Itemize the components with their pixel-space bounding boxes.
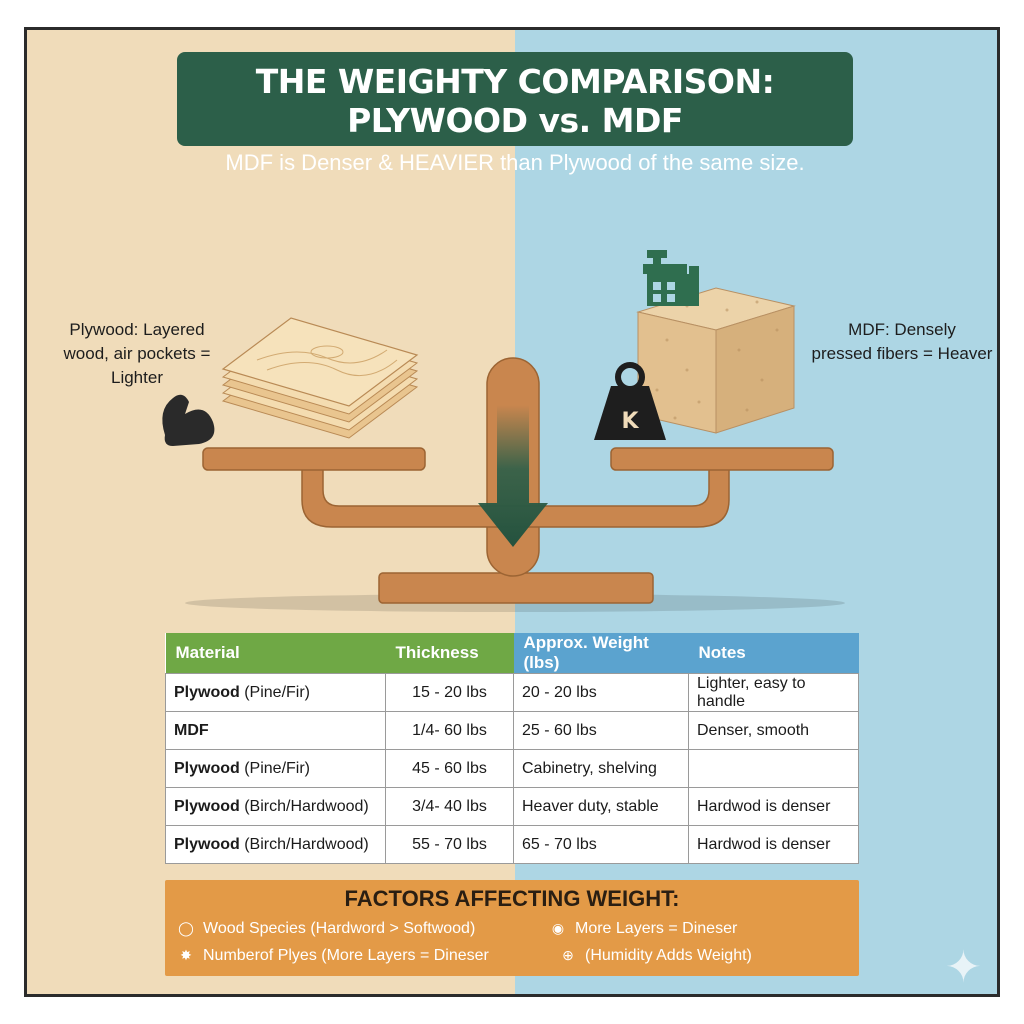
weight-kettlebell-icon: K xyxy=(594,362,666,440)
weight-letter: K xyxy=(621,409,639,434)
notes-cell: Hardwod is denser xyxy=(688,787,859,826)
material-cell: Plywood (Birch/Hardwood) xyxy=(165,825,386,864)
factor-item: ✸Numberof Plyes (More Layers = Dineser xyxy=(175,947,489,965)
weight-cell: 20 - 20 lbs xyxy=(513,673,689,712)
table-row: Plywood (Pine/Fir) 45 - 60 lbs Cabinetry… xyxy=(165,749,859,788)
right-pan xyxy=(610,447,834,471)
table-row: Plywood (Pine/Fir) 15 - 20 lbs 20 - 20 l… xyxy=(165,673,859,712)
material-cell: Plywood (Pine/Fir) xyxy=(165,749,386,788)
material-cell: Plywood (Birch/Hardwood) xyxy=(165,787,386,826)
bicep-icon xyxy=(162,394,215,446)
table-row: MDF 1/4- 60 lbs 25 - 60 lbs Denser, smoo… xyxy=(165,711,859,750)
factor-item: ◯Wood Species (Hardword > Softwood) xyxy=(175,920,475,938)
factor-item: ◉More Layers = Dineser xyxy=(547,920,737,938)
factory-icon xyxy=(643,250,699,306)
notes-cell: Hardwod is denser xyxy=(688,825,859,864)
sparkle-icon: ✦ xyxy=(945,942,982,993)
weight-cell: 25 - 60 lbs xyxy=(513,711,689,750)
header-thickness: Thickness xyxy=(385,633,514,674)
notes-cell xyxy=(688,749,859,788)
arm-icon: ◯ xyxy=(178,920,194,936)
notes-cell: Lighter, easy to handle xyxy=(688,673,859,712)
page-subtitle: MDF is Denser & HEAVIER than Plywood of … xyxy=(225,150,805,175)
factors-panel: FACTORS AFFECTING WEIGHT: ◯Wood Species … xyxy=(165,880,859,976)
weight-table: Material Thickness Approx. Weight (lbs) … xyxy=(165,633,859,864)
header-material: Material xyxy=(165,633,386,674)
weight-cell: 65 - 70 lbs xyxy=(513,825,689,864)
thickness-cell: 55 - 70 lbs xyxy=(385,825,514,864)
title-banner: THE WEIGHTY COMPARISON: PLYWOOD vs. MDF … xyxy=(177,52,853,175)
plus-circle-icon: ⊕ xyxy=(562,947,574,963)
weight-cell: Cabinetry, shelving xyxy=(513,749,689,788)
thickness-cell: 15 - 20 lbs xyxy=(385,673,514,712)
table-header-row: Material Thickness Approx. Weight (lbs) … xyxy=(165,633,859,674)
notes-cell: Denser, smooth xyxy=(688,711,859,750)
plywood-label: Plywood: Layered wood, air pockets = Lig… xyxy=(63,320,211,387)
factor-item: ⊕(Humidity Adds Weight) xyxy=(557,947,752,965)
thickness-cell: 1/4- 60 lbs xyxy=(385,711,514,750)
mdf-cube-icon xyxy=(636,287,796,434)
burst-icon: ✸ xyxy=(180,947,192,963)
page-title: THE WEIGHTY COMPARISON: PLYWOOD vs. MDF xyxy=(255,62,775,140)
table-row: Plywood (Birch/Hardwood) 55 - 70 lbs 65 … xyxy=(165,825,859,864)
table-row: Plywood (Birch/Hardwood) 3/4- 40 lbs Hea… xyxy=(165,787,859,826)
header-weight: Approx. Weight (lbs) xyxy=(513,633,689,674)
weight-cell: Heaver duty, stable xyxy=(513,787,689,826)
scale-base xyxy=(378,572,654,604)
material-cell: Plywood (Pine/Fir) xyxy=(165,673,386,712)
mdf-label: MDF: Densely pressed fibers = Heaver xyxy=(811,320,993,363)
scale-illustration: K xyxy=(162,250,845,612)
factors-title: FACTORS AFFECTING WEIGHT: xyxy=(344,886,680,911)
drop-icon: ◉ xyxy=(551,920,565,936)
thickness-cell: 3/4- 40 lbs xyxy=(385,787,514,826)
thickness-cell: 45 - 60 lbs xyxy=(385,749,514,788)
left-pan xyxy=(202,447,426,471)
plywood-sheets-icon xyxy=(221,317,419,439)
down-arrow-icon xyxy=(478,405,548,547)
infographic-frame: THE WEIGHTY COMPARISON: PLYWOOD vs. MDF … xyxy=(24,27,1000,997)
header-notes: Notes xyxy=(688,633,859,674)
material-cell: MDF xyxy=(165,711,386,750)
